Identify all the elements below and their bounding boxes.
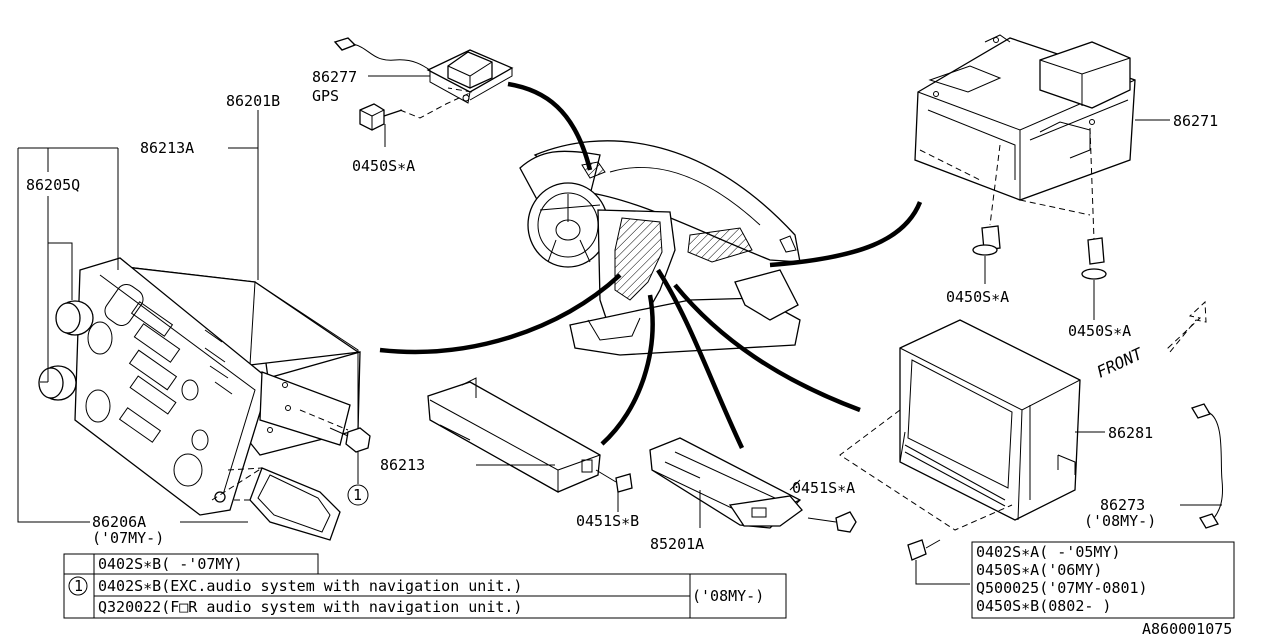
note-left-row2: 0402S∗B(EXC.audio system with navigation… bbox=[98, 577, 522, 595]
note-left-year: ('08MY-) bbox=[692, 587, 764, 605]
note-right-row2: 0450S∗A('06MY) bbox=[976, 561, 1102, 579]
label-0450sa-gps: 0450S∗A bbox=[352, 157, 415, 175]
note-right-row1: 0402S∗A( -'05MY) bbox=[976, 543, 1121, 561]
note-left-row3: Q320022(F□R audio system with navigation… bbox=[98, 598, 522, 616]
bolt-nav-right bbox=[1081, 237, 1107, 280]
note-right-row3: Q500025('07MY-0801) bbox=[976, 579, 1148, 597]
leader-gps bbox=[507, 81, 593, 171]
label-86213a: 86213A bbox=[140, 139, 194, 157]
knob-lower bbox=[38, 365, 77, 401]
note-left-circle: 1 bbox=[74, 577, 83, 595]
label-86273: 86273 bbox=[1100, 496, 1145, 514]
label-0451sa: 0451S∗A bbox=[792, 479, 855, 497]
circle-ref-1-radio bbox=[347, 484, 369, 506]
bezel-ring bbox=[249, 467, 341, 541]
label-85201a: 85201A bbox=[650, 535, 704, 553]
label-07my: ('07MY-) bbox=[92, 529, 164, 547]
bolt-display bbox=[907, 539, 941, 561]
label-86201b: 86201B bbox=[226, 92, 280, 110]
bolt-nav-left bbox=[972, 225, 1001, 256]
label-gps: GPS bbox=[312, 87, 339, 105]
gps-antenna bbox=[333, 37, 514, 104]
label-08my-cable: ('08MY-) bbox=[1084, 512, 1156, 530]
label-86213: 86213 bbox=[380, 456, 425, 474]
label-86271: 86271 bbox=[1173, 112, 1218, 130]
pocket-86213 bbox=[427, 377, 601, 493]
screw-radio bbox=[329, 427, 371, 453]
label-0450sa-nav-left: 0450S∗A bbox=[946, 288, 1009, 306]
label-circle-1-radio: 1 bbox=[353, 486, 362, 504]
screw-bracket bbox=[807, 511, 857, 533]
leader-display bbox=[673, 283, 861, 413]
leader-nav bbox=[769, 201, 923, 268]
label-86206a: 86206A bbox=[92, 513, 146, 531]
label-front: FRONT bbox=[1094, 343, 1147, 381]
note-left-row1: 0402S∗B( -'07MY) bbox=[98, 555, 243, 573]
cable-86273 bbox=[1191, 403, 1223, 529]
bracket-85201a bbox=[649, 437, 803, 529]
navigation-unit-86271 bbox=[914, 34, 1136, 201]
gps-bolt-guide bbox=[399, 87, 474, 119]
label-86277: 86277 bbox=[312, 68, 357, 86]
note-right-row4: 0450S∗B(0802- ) bbox=[976, 597, 1111, 615]
leader-radio bbox=[379, 273, 622, 355]
label-0451sb: 0451S∗B bbox=[576, 512, 639, 530]
note-table-left: 1 0402S∗B( -'07MY) 0402S∗B(EXC.audio sys… bbox=[63, 553, 787, 619]
leader-bracket bbox=[656, 268, 745, 449]
note-table-right: 0402S∗A( -'05MY) 0450S∗A('06MY) Q500025(… bbox=[971, 541, 1235, 619]
display-86281 bbox=[899, 319, 1081, 521]
front-arrow-icon: FRONT bbox=[1094, 300, 1207, 382]
label-86281: 86281 bbox=[1108, 424, 1153, 442]
diagram-code: A860001075 bbox=[1142, 620, 1232, 638]
dashboard-illustration bbox=[519, 140, 801, 356]
knob-upper bbox=[55, 300, 94, 336]
bracket-side bbox=[259, 371, 351, 446]
label-86205q: 86205Q bbox=[26, 176, 80, 194]
leader-pocket bbox=[600, 294, 655, 446]
screw-pocket bbox=[595, 469, 633, 493]
bolt-gps bbox=[359, 103, 403, 131]
audio-panel-assembly bbox=[74, 257, 361, 516]
label-0450sa-nav-right: 0450S∗A bbox=[1068, 322, 1131, 340]
